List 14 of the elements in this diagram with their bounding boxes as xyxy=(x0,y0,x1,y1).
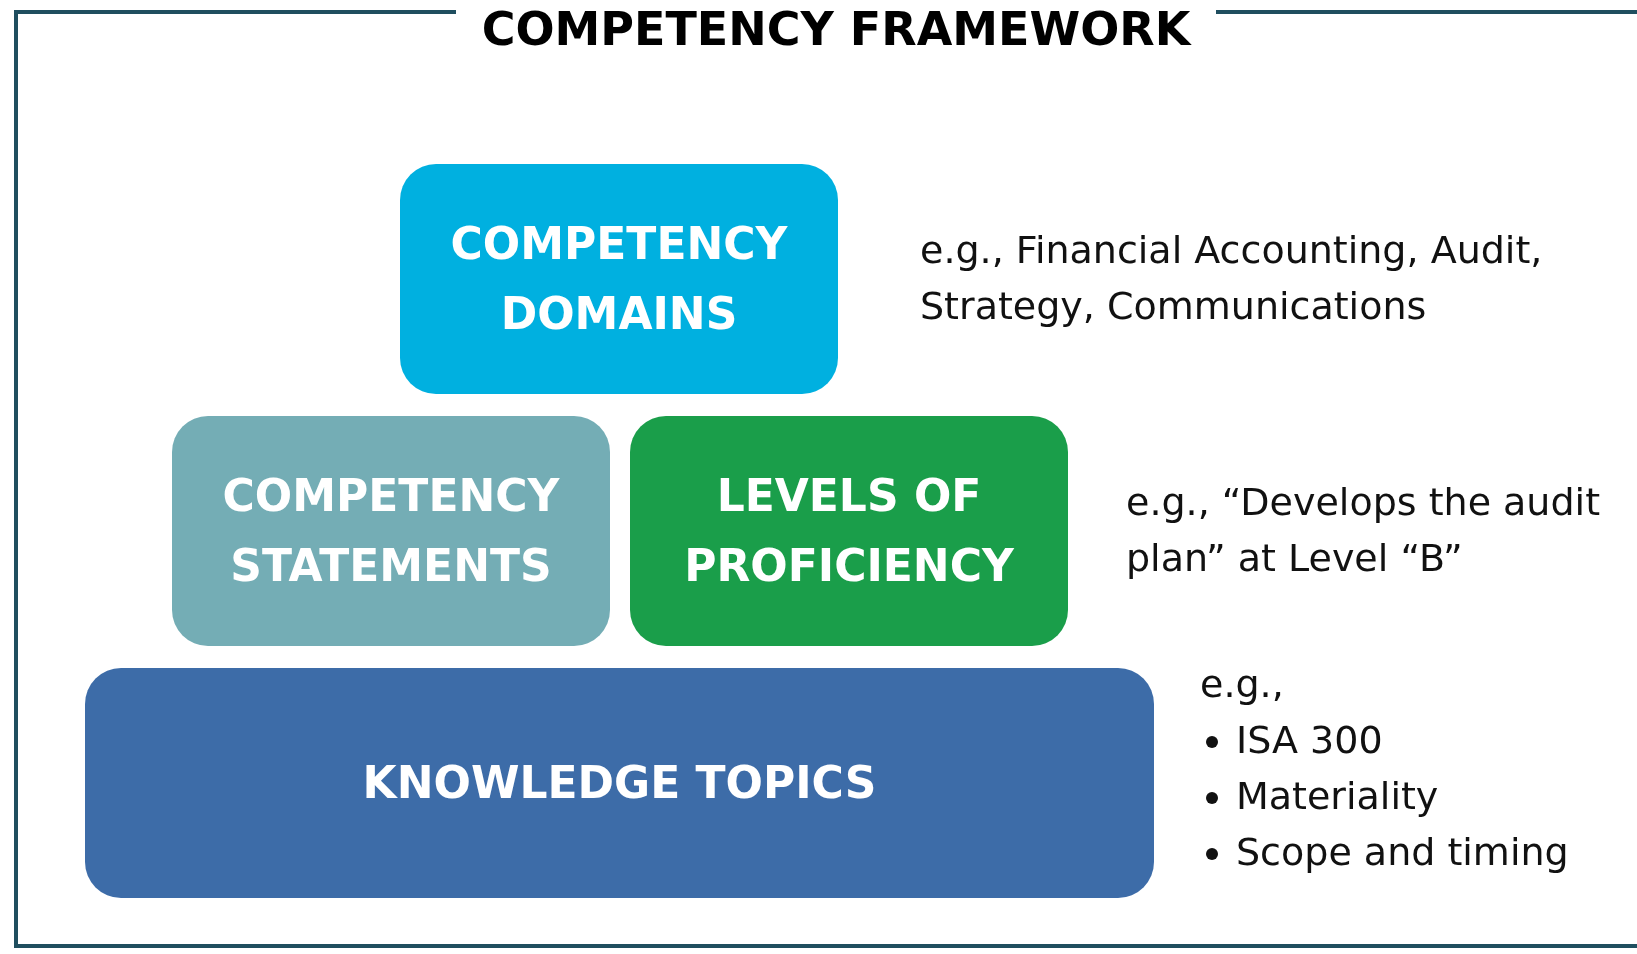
domain-box xyxy=(400,164,838,394)
statement-box xyxy=(172,416,610,646)
box-label: COMPETENCY DOMAINS xyxy=(449,217,789,341)
knowledge-box xyxy=(85,668,1154,898)
box-label: LEVELS OF PROFICIENCY xyxy=(683,469,1015,593)
example-text: e.g., “Develops the audit plan” at Level “B” xyxy=(1126,479,1602,582)
box-label: KNOWLEDGE TOPICS xyxy=(362,756,877,810)
bullet-item: ISA 300 xyxy=(1236,717,1384,764)
bullet-item: Scope and timing xyxy=(1236,829,1570,876)
bullet-item: Materiality xyxy=(1236,773,1440,820)
example-text: e.g., Financial Accounting, Audit, Strategy, Communications xyxy=(920,227,1544,330)
proficiency-box xyxy=(630,416,1068,646)
example-text: e.g., xyxy=(1200,661,1285,708)
box-label: COMPETENCY STATEMENTS xyxy=(221,469,561,593)
